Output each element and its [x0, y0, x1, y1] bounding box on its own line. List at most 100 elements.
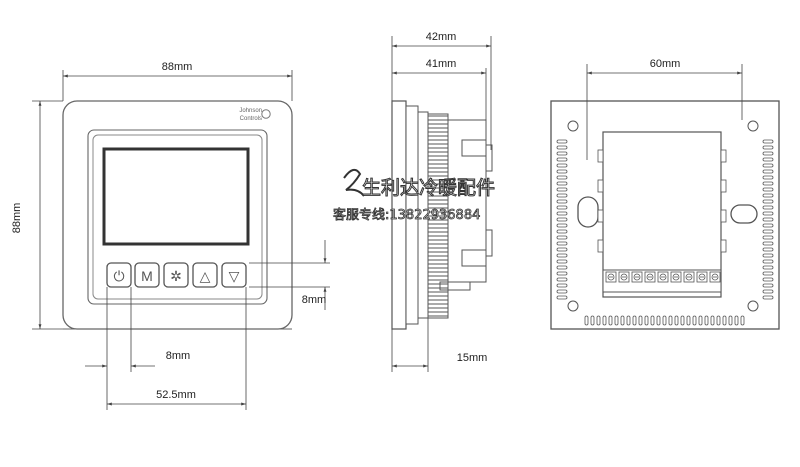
vent-slot [556, 181, 568, 186]
button-height-label: 8mm [302, 294, 326, 306]
vent-slot [728, 315, 733, 326]
vent-slot [762, 277, 774, 282]
fan-icon: ✲ [170, 268, 182, 284]
side-terminal-top [485, 144, 493, 172]
vent-slot [584, 315, 589, 326]
vent-slot [556, 277, 568, 282]
vent-slot [626, 315, 631, 326]
vent-slot [556, 151, 568, 156]
front-height-label: 88mm [11, 203, 23, 234]
vent-slot [556, 259, 568, 264]
mount-slot-right [730, 204, 758, 224]
vent-slot [556, 223, 568, 228]
mount-slot-left [577, 196, 599, 228]
housing-tab [720, 149, 727, 163]
vent-slot [638, 315, 643, 326]
vent-slot [556, 271, 568, 276]
front-dimensions [32, 70, 330, 410]
terminal-screw-icon [698, 273, 706, 281]
vent-slot [762, 295, 774, 300]
vent-slot [556, 163, 568, 168]
vent-slot [556, 295, 568, 300]
vent-slot [644, 315, 649, 326]
power-button-body[interactable] [106, 262, 132, 288]
side-plate-label: 15mm [457, 352, 488, 364]
vent-slot [556, 157, 568, 162]
vent-slot [608, 315, 613, 326]
vent-slot [614, 315, 619, 326]
housing-tab [597, 149, 604, 163]
brand-line1: Johnson [239, 108, 262, 114]
back-vent-slots-left [556, 139, 568, 300]
vent-slot [556, 241, 568, 246]
mode-button-body[interactable] [134, 262, 160, 288]
vent-slot [668, 315, 673, 326]
fan-button[interactable]: ✲ [163, 262, 189, 288]
vent-slot [740, 315, 745, 326]
vent-slot [596, 315, 601, 326]
side-depth-total-label: 42mm [426, 31, 457, 43]
vent-slot [762, 259, 774, 264]
front-view: Johnson Controls ⏻ M ✲ △ ▽ [62, 100, 293, 330]
up-button-body[interactable] [192, 262, 218, 288]
terminal-screw-icon [646, 273, 654, 281]
vent-slot [556, 193, 568, 198]
watermark: 生利达冷暖配件 客服专线:13822936884 [333, 168, 496, 223]
side-depth-body-label: 41mm [426, 58, 457, 70]
vent-slot [762, 151, 774, 156]
screw-hole-bottom-right [747, 300, 759, 312]
vent-slot [556, 253, 568, 258]
vent-slot [704, 315, 709, 326]
terminal-screw-icon [607, 273, 615, 281]
vent-slot [762, 265, 774, 270]
vent-slot [762, 247, 774, 252]
side-base-tab [439, 281, 471, 291]
housing-tab [597, 179, 604, 193]
vent-slot [762, 181, 774, 186]
back-vent-slots-right [762, 139, 774, 300]
up-button[interactable]: △ [192, 262, 218, 288]
side-terminal-bottom [485, 229, 493, 257]
vent-slot [734, 315, 739, 326]
mode-label: M [141, 268, 153, 284]
vent-slot [762, 241, 774, 246]
terminal-screws [605, 271, 721, 283]
terminal-screw-icon [685, 273, 693, 281]
down-button-body[interactable] [221, 262, 247, 288]
vent-slot [762, 283, 774, 288]
watermark-company: 生利达冷暖配件 [362, 177, 495, 199]
screw-hole-top-right [747, 120, 759, 132]
screw-hole-bottom-left [567, 300, 579, 312]
vent-slot [590, 315, 595, 326]
button-pitch-label: 8mm [166, 350, 190, 362]
vent-slot [650, 315, 655, 326]
terminal-screw-icon [633, 273, 641, 281]
housing-tab [597, 209, 604, 223]
vent-slot [762, 229, 774, 234]
back-view [550, 100, 780, 330]
vent-slot [556, 265, 568, 270]
vent-slot [556, 199, 568, 204]
vent-slot [762, 139, 774, 144]
terminal-screw-icon [672, 273, 680, 281]
vent-slot [556, 169, 568, 174]
vent-slot [762, 157, 774, 162]
terminal-screw-icon [620, 273, 628, 281]
vent-slot [556, 217, 568, 222]
down-button[interactable]: ▽ [221, 262, 247, 288]
side-back-box [447, 119, 487, 283]
watermark-hotline: 客服专线:13822936884 [333, 207, 480, 223]
back-vent-slots-bottom [584, 315, 745, 326]
vent-slot [556, 289, 568, 294]
vent-slot [556, 283, 568, 288]
fan-button-body[interactable] [163, 262, 189, 288]
terminal-screw-icon [711, 273, 719, 281]
housing-tab [720, 179, 727, 193]
vent-slot [556, 247, 568, 252]
vent-slot [556, 229, 568, 234]
housing-tab [720, 239, 727, 253]
power-button[interactable]: ⏻ [106, 262, 132, 288]
mode-button[interactable]: M [134, 262, 160, 288]
